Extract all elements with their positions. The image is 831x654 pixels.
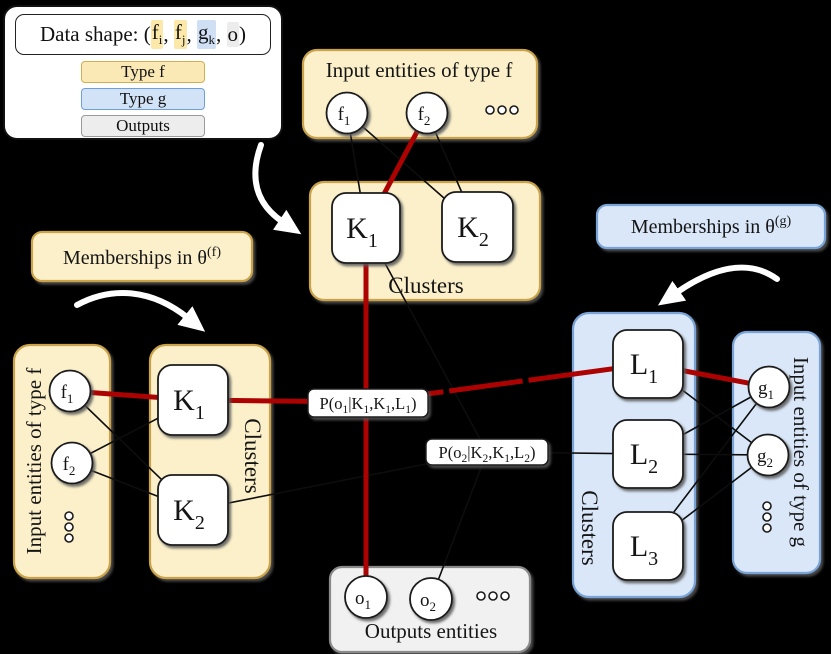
arrow-memberships-f-to-left-clusters: [74, 290, 206, 332]
left-f1-label: f1: [61, 382, 74, 406]
dot: [497, 105, 507, 115]
data-shape-prefix: Data shape: (: [39, 22, 151, 46]
left-K1-label: K1: [173, 384, 205, 424]
node-L3: [612, 511, 684, 581]
right-ellipsis-dots: [762, 501, 772, 533]
dot: [762, 523, 772, 533]
dot: [64, 533, 74, 543]
dot: [64, 522, 74, 532]
node-mid-K1: [331, 192, 401, 264]
memberships-f-box: [30, 230, 254, 283]
g1-label: g1: [758, 378, 774, 402]
node-L2: [612, 419, 684, 489]
nodes: [48, 91, 791, 621]
dot: [485, 105, 495, 115]
legend-type-g: Type g: [81, 88, 205, 110]
node-left-f1: [48, 369, 92, 413]
data-shape-sep: ,: [216, 22, 227, 46]
left-f2-label: f2: [63, 454, 76, 478]
o1-label: o1: [355, 588, 371, 612]
legend-outputs: Outputs: [81, 115, 205, 137]
left-clusters-title: Clusters: [240, 418, 265, 493]
mid-K1-label: K1: [346, 212, 378, 252]
node-g2: [746, 433, 790, 477]
edge-o2-p2: [430, 451, 488, 600]
node-g1: [747, 365, 791, 409]
left-K2-label: K2: [173, 494, 205, 534]
memberships-f-title: Memberships in θ(f): [63, 245, 221, 269]
node-top-f2: [405, 91, 449, 135]
arrow-memberships-g-to-right-clusters: [657, 264, 780, 306]
node-left-K1: [157, 364, 229, 436]
data-shape-o: o: [226, 22, 240, 47]
dot: [488, 591, 498, 601]
left-input-f-title: Input entities of type f: [22, 368, 46, 555]
right-input-g-title: Input entities of type g: [789, 357, 813, 548]
o2-label: o2: [420, 590, 436, 614]
legend-type-f: Type f: [81, 61, 205, 83]
node-L1: [612, 329, 684, 399]
outputs-title: Outputs entities: [365, 619, 497, 643]
dot: [509, 105, 519, 115]
node-left-K2: [157, 474, 229, 546]
data-shape-sep: ,: [186, 22, 198, 46]
p2-label-text: P(o2|K2,K1,L2): [439, 443, 536, 465]
top-input-f-title: Input entities of type f: [326, 58, 513, 82]
edge-midK1-p2: [365, 227, 488, 453]
node-labels: K1 K2 K1 K2 L1 L2 L3 f1 f2 f1 f2 g1 g2 o…: [61, 104, 774, 614]
data-shape-suffix: ): [239, 22, 247, 46]
memberships-g-box: [595, 203, 827, 250]
node-o2: [409, 577, 453, 621]
dot: [762, 501, 772, 511]
data-shape-gk: gk: [197, 20, 217, 49]
top-f2-label: f2: [418, 104, 431, 128]
callout-arrows: [74, 142, 780, 332]
memberships-g-title: Memberships in θ(g): [631, 214, 792, 238]
node-o1: [344, 575, 388, 619]
arrow-legend-to-mid-clusters: [252, 142, 302, 235]
data-shape-fj: fj: [173, 20, 187, 49]
L1-label: L1: [630, 348, 658, 388]
L3-label: L3: [630, 530, 658, 570]
data-shape-sep: ,: [163, 22, 174, 46]
node-mid-K2: [441, 191, 514, 263]
node-left-f2: [50, 441, 94, 485]
left-ellipsis-dots: [64, 511, 74, 543]
right-clusters-title: Clusters: [577, 490, 602, 565]
p1-label-text: P(o1|K1,K1,L1): [320, 394, 417, 416]
g2-label: g2: [757, 446, 773, 470]
dot: [762, 512, 772, 522]
node-top-f1: [325, 91, 369, 135]
dot: [476, 591, 486, 601]
top-f1-label: f1: [338, 104, 351, 128]
p1-label-box: [307, 388, 429, 418]
L2-label: L2: [630, 438, 658, 478]
data-shape-fi: fi: [150, 20, 164, 49]
p2-label-box: [425, 438, 549, 466]
data-shape-label: Data shape: (fi, fj, gk, o): [15, 14, 271, 55]
outputs-ellipsis-dots: [476, 591, 510, 601]
region-boxes: [12, 48, 827, 654]
prob-labels: P(o1|K1,K1,L1) P(o2|K2,K1,L2): [307, 388, 549, 466]
mid-K2-label: K2: [457, 211, 489, 251]
dot: [500, 591, 510, 601]
legend-box: Data shape: (fi, fj, gk, o) Type f Type …: [3, 5, 283, 140]
mid-clusters-title: Clusters: [388, 273, 463, 298]
top-ellipsis-dots: [485, 105, 519, 115]
dot: [64, 511, 74, 521]
box-titles: Input entities of type f Clusters Input …: [22, 58, 813, 643]
